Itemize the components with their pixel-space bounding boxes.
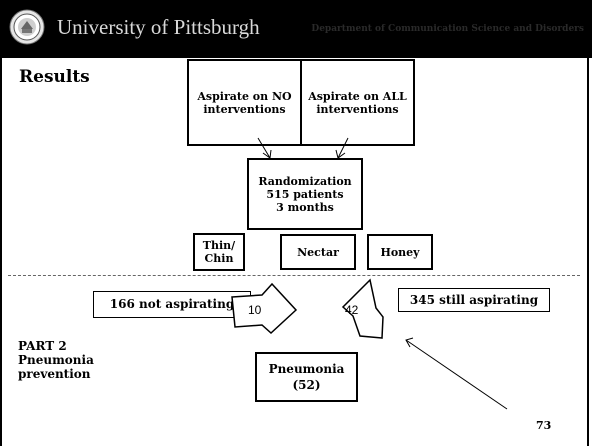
not-aspirating-block-arrow-icon — [231, 282, 298, 335]
part2-line-3: prevention — [18, 367, 91, 381]
pneumonia-count: (52) — [292, 378, 321, 392]
slide-header: University of Pittsburgh Department of C… — [0, 0, 592, 58]
no-arm-arrowhead-icon — [262, 149, 272, 159]
slide-title: Results — [19, 67, 90, 87]
randomization-box: Randomization 515 patients 3 months — [247, 158, 363, 230]
arm-no-interventions-box: Aspirate on NO interventions — [187, 59, 302, 146]
part-divider — [8, 275, 580, 276]
no-arm-connector — [257, 137, 271, 159]
group-nectar-label: Nectar — [297, 245, 339, 259]
randomization-title: Randomization — [258, 174, 352, 188]
group-thin-box: Thin/ Chin — [193, 233, 245, 271]
group-honey-box: Honey — [367, 234, 433, 270]
department-name: Department of Communication Science and … — [311, 24, 584, 34]
pneumonia-label: Pneumonia — [268, 362, 345, 376]
still-aspirating-arrow-count: 42 — [345, 303, 359, 317]
arm-no-interventions-label: Aspirate on NO interventions — [197, 89, 292, 116]
arm-all-interventions-label: Aspirate on ALL interventions — [308, 89, 407, 116]
part2-heading: PART 2 Pneumonia prevention — [18, 339, 94, 381]
still-aspirating-box: 345 still aspirating — [398, 288, 550, 312]
pneumonia-pointer-line — [405, 339, 508, 410]
arm-all-interventions-box: Aspirate on ALL interventions — [300, 59, 415, 146]
slide-frame — [0, 58, 589, 446]
group-nectar-box: Nectar — [280, 234, 356, 270]
pneumonia-box: Pneumonia (52) — [255, 352, 358, 402]
part2-line-1: PART 2 — [18, 339, 67, 353]
randomization-duration: 3 months — [276, 200, 334, 214]
still-aspirating-block-arrow-icon — [341, 278, 384, 339]
randomization-patients: 515 patients — [266, 187, 344, 201]
group-thin-label: Thin/ Chin — [202, 239, 236, 265]
not-aspirating-label: 166 not aspirating — [109, 297, 235, 311]
university-seal-icon — [9, 9, 45, 45]
not-aspirating-arrow-count: 10 — [248, 303, 262, 317]
not-aspirating-box: 166 not aspirating — [93, 291, 251, 318]
part2-line-2: Pneumonia — [18, 353, 94, 367]
all-arm-arrowhead-icon — [335, 149, 346, 159]
group-honey-label: Honey — [380, 245, 420, 259]
still-aspirating-label: 345 still aspirating — [409, 292, 539, 307]
university-name: University of Pittsburgh — [57, 15, 260, 39]
page-number: 73 — [536, 419, 552, 432]
pneumonia-pointer-arrowhead-icon — [405, 337, 414, 348]
all-arm-connector — [337, 137, 349, 159]
